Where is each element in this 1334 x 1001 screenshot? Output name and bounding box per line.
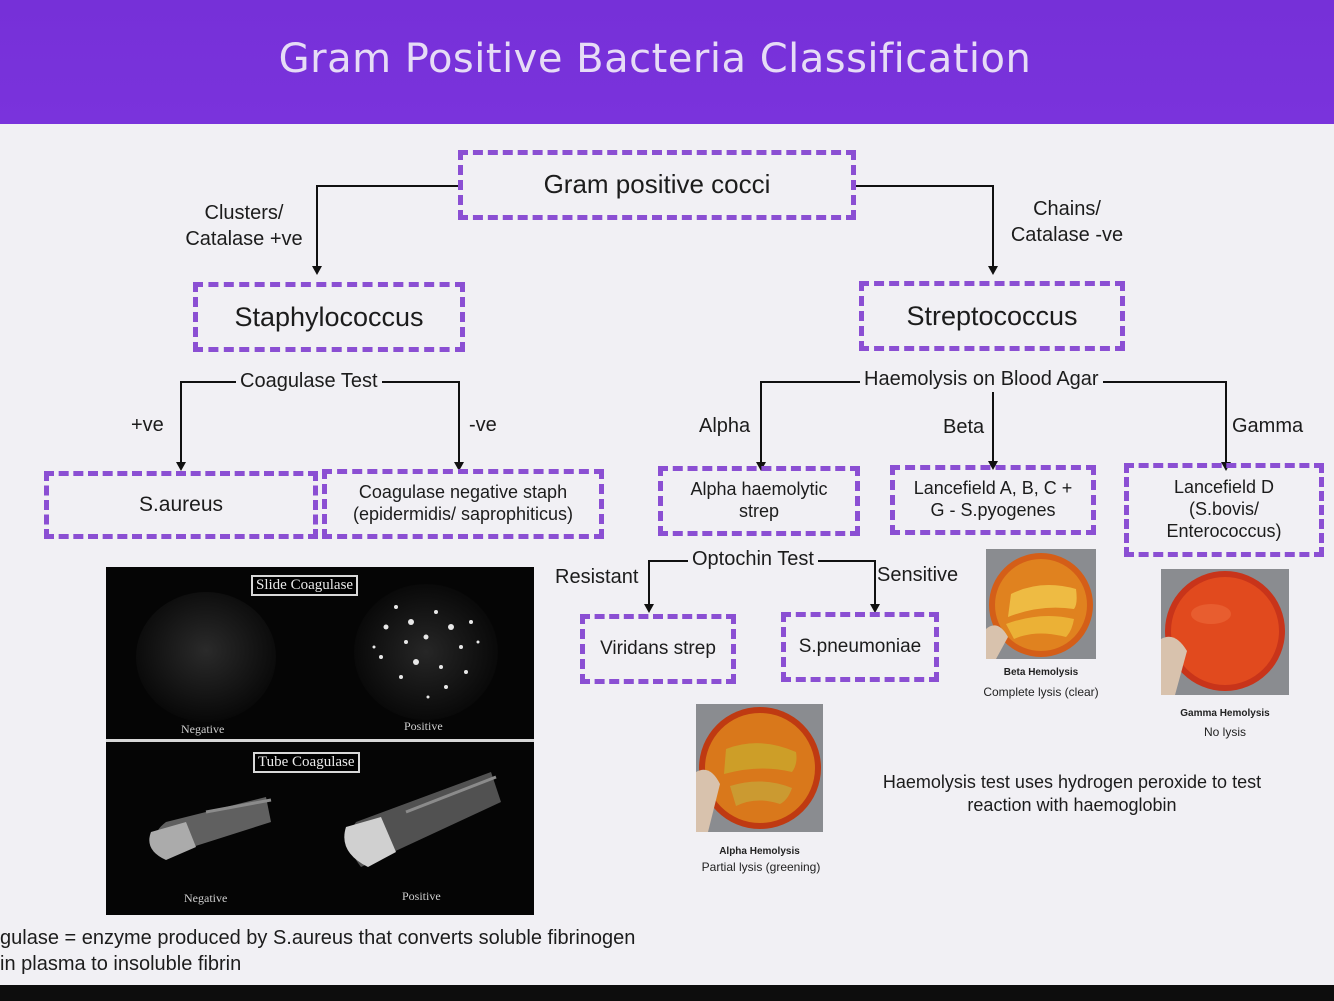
arrowhead [176, 462, 186, 471]
node-label: Alpha haemolytic strep [690, 479, 828, 521]
edge-label-negative: -ve [469, 414, 497, 436]
node-label: Coagulase negative staph (epidermidis/ s… [352, 482, 574, 524]
edge-label-gamma: Gamma [1232, 415, 1304, 437]
slide-coagulase-title: Slide Coagulase [251, 575, 359, 596]
arrowhead [454, 462, 464, 471]
connector [316, 185, 458, 187]
edge-label-clusters: Clusters/ Catalase +ve [185, 202, 303, 250]
slide-coagulase-photo [136, 584, 498, 722]
test-label-haemolysis: Haemolysis on Blood Agar [860, 368, 1103, 391]
node-viridans-strep: Viridans strep [580, 614, 736, 684]
alpha-hemolysis-photo [696, 704, 823, 832]
page-title: Gram Positive Bacteria Classification [278, 36, 1032, 82]
node-streptococcus: Streptococcus [859, 281, 1125, 351]
slide-negative-label: Negative [181, 722, 225, 736]
node-lancefield-d: Lancefield D (S.bovis/ Enterococcus) [1124, 463, 1324, 557]
alpha-hemolysis-title: Alpha Hemolysis [719, 846, 800, 857]
edge-label-alpha: Alpha [699, 415, 751, 437]
connector [992, 185, 994, 267]
beta-hemolysis-photo [986, 549, 1096, 659]
node-gram-positive-cocci: Gram positive cocci [458, 150, 856, 220]
node-label: Gram positive cocci [543, 169, 771, 200]
arrowhead [312, 266, 322, 275]
gamma-hemolysis-photo [1161, 569, 1289, 695]
edge-label-beta: Beta [943, 416, 985, 438]
connector [992, 392, 994, 462]
node-label: S.pneumoniae [798, 636, 922, 658]
node-label: Viridans strep [600, 638, 716, 660]
node-label: Staphylococcus [234, 301, 424, 332]
tube-coagulase-title: Tube Coagulase [253, 752, 360, 773]
arrowhead [644, 604, 654, 613]
haemolysis-note: Haemolysis test uses hydrogen peroxide t… [882, 772, 1262, 816]
tube-coagulase-panel: Tube Coagulase Negative Positive [106, 742, 534, 915]
slide-coagulase-panel: Slide Coagulase Negative Positive [106, 567, 534, 739]
node-s-aureus: S.aureus [44, 471, 318, 539]
title-bar: Gram Positive Bacteria Classification [0, 0, 1334, 124]
coagulase-test-image: Slide Coagulase Negative Positive Tube C… [106, 567, 534, 915]
edge-label-sensitive: Sensitive [877, 564, 959, 586]
test-label-coagulase: Coagulase Test [236, 370, 382, 393]
connector [760, 381, 762, 463]
node-staphylococcus: Staphylococcus [193, 282, 465, 352]
node-label: Streptococcus [906, 300, 1078, 331]
divider [106, 739, 534, 742]
beta-hemolysis-caption: Complete lysis (clear) [983, 685, 1099, 699]
alpha-hemolysis-caption: Partial lysis (greening) [701, 860, 821, 874]
connector [648, 560, 650, 605]
gamma-hemolysis-title: Gamma Hemolysis [1180, 708, 1270, 719]
arrowhead [870, 604, 880, 613]
tube-positive-label: Positive [402, 889, 441, 903]
edge-label-positive: +ve [131, 414, 164, 436]
node-alpha-haemolytic-strep: Alpha haemolytic strep [658, 466, 860, 536]
node-lancefield-abcg: Lancefield A, B, C + G - S.pyogenes [890, 465, 1096, 535]
connector [874, 560, 876, 605]
connector [1225, 381, 1227, 463]
node-label: Lancefield A, B, C + G - S.pyogenes [913, 478, 1073, 520]
slide-positive-label: Positive [404, 719, 443, 733]
node-coagulase-negative-staph: Coagulase negative staph (epidermidis/ s… [322, 469, 604, 539]
connector [180, 381, 182, 463]
gamma-hemolysis-caption: No lysis [1203, 725, 1246, 739]
test-label-optochin: Optochin Test [688, 548, 818, 571]
beta-hemolysis-title: Beta Hemolysis [1003, 667, 1079, 678]
edge-label-chains: Chains/ Catalase -ve [1010, 198, 1124, 246]
node-label: S.aureus [138, 493, 224, 517]
arrowhead [988, 266, 998, 275]
tube-negative-label: Negative [184, 891, 228, 905]
edge-label-resistant: Resistant [555, 566, 639, 588]
connector [458, 381, 460, 463]
tube-coagulase-photo [149, 772, 501, 867]
connector [316, 185, 318, 267]
node-s-pneumoniae: S.pneumoniae [781, 612, 939, 682]
connector [856, 185, 994, 187]
node-label: Lancefield D (S.bovis/ Enterococcus) [1166, 477, 1282, 541]
coagulase-note: gulase = enzyme produced by S.aureus tha… [0, 927, 636, 975]
